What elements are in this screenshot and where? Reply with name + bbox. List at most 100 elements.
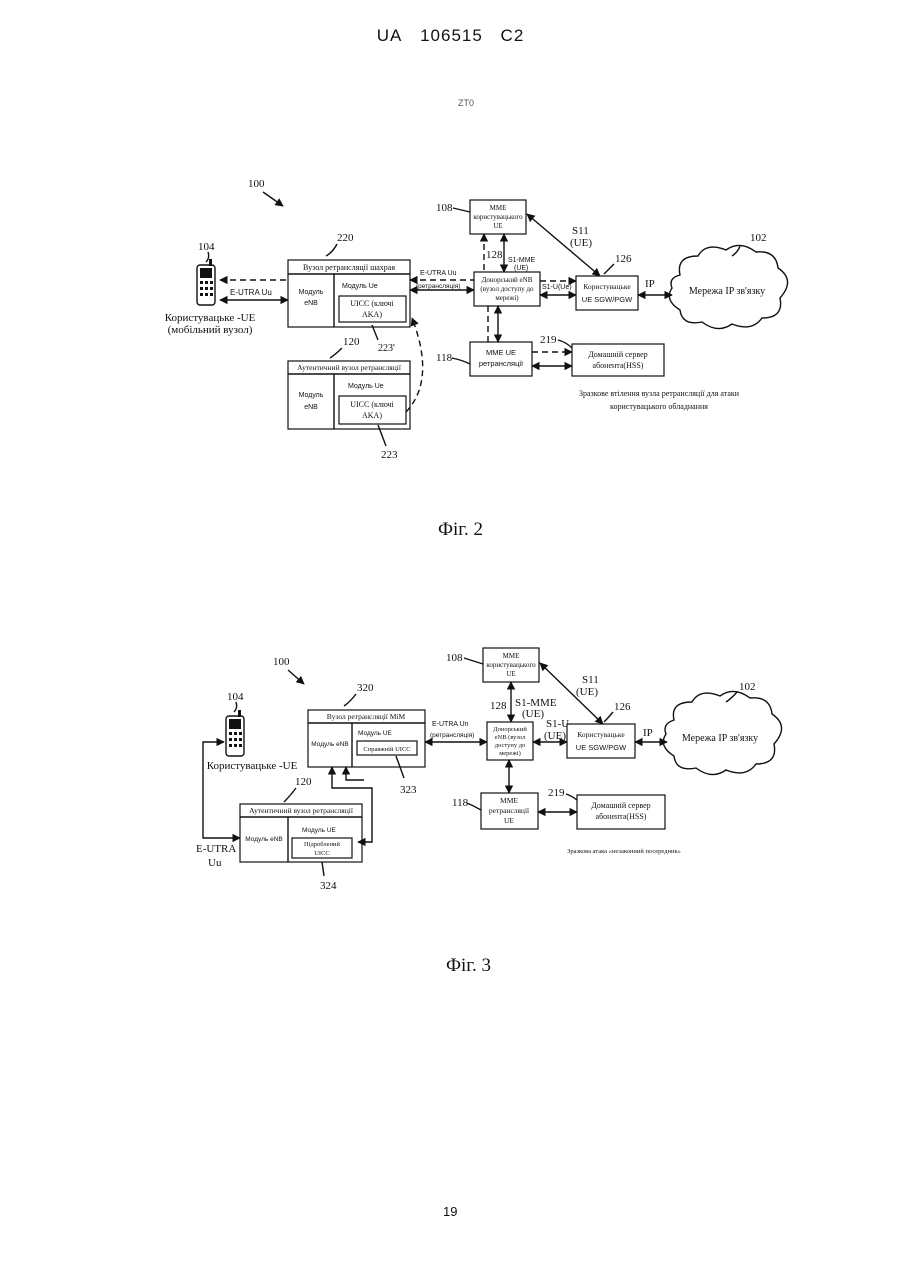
donor-enb-line3: мережі) <box>495 294 519 302</box>
s11-label: S11 <box>572 225 589 237</box>
s1mme-label-2: (UE) <box>514 265 528 272</box>
mme-relay-line2: ретрансляції <box>479 359 524 368</box>
fig3-ref-126: 126 <box>614 701 631 713</box>
page-number: 19 <box>443 1204 457 1219</box>
ref-108: 108 <box>436 202 453 214</box>
fig3-donor-line2: eNB (вузол <box>495 734 526 741</box>
fig3-ue-module: Модуль UE <box>358 730 393 737</box>
mobile-phone-icon <box>197 259 215 305</box>
ip-label: IP <box>645 278 655 290</box>
donor-enb-line1: Донорський eNB <box>482 276 533 284</box>
fig3-ref-102: 102 <box>739 681 756 693</box>
auth-ue-label: Модуль Ue <box>348 383 384 390</box>
figure-2: 100 104 Користувацьке -UE (мобільний вуз… <box>165 178 788 461</box>
ref-219: 219 <box>540 334 557 346</box>
mme-user-line1: MME <box>490 204 507 212</box>
fig3-auth-uicc-2: UICC <box>314 850 330 857</box>
fig3-donor-line3: доступу до <box>495 742 526 749</box>
eutra-un-label: E-UTRA Uu <box>420 270 457 277</box>
figure-3: 100 104 Користувацьке -UE E-UTRA Uu 320 … <box>196 648 782 892</box>
fig3-donor-line4: мережі) <box>499 750 521 757</box>
fig3-ref-219: 219 <box>548 787 565 799</box>
fig3-donor-line1: Донорський <box>493 726 527 733</box>
fig3-mme-relay-line1: MME <box>500 796 518 805</box>
fig3-uicc: Справжній UICC <box>363 746 410 753</box>
s1u-label: S1-U(Ue) <box>542 284 572 291</box>
fig3-mobile-phone-icon <box>226 710 244 756</box>
enb-module-label-2: eNB <box>304 300 318 307</box>
ref-128: 128 <box>486 249 503 261</box>
sgw-line1: Користувацьке <box>583 282 631 291</box>
fig3-ref-324: 324 <box>320 880 337 892</box>
ref-126: 126 <box>615 253 632 265</box>
home-subscriber-server <box>572 344 664 376</box>
fig3-ref-320: 320 <box>357 682 374 694</box>
fig3-mme-user-line1: MME <box>503 652 520 660</box>
fig3-s11-2: (UE) <box>576 686 598 698</box>
fig3-sgw-line2: UE SGW/PGW <box>576 743 627 752</box>
fig3-enb-module: Модуль eNB <box>311 741 349 748</box>
fig3-mme-user-line3: UE <box>506 670 515 678</box>
hss-line1: Домашній сервер <box>588 350 647 359</box>
fig3-s1mme-2: (UE) <box>522 708 544 720</box>
fig3-auth-uicc: Підроблений <box>304 841 341 848</box>
ref-120: 120 <box>343 336 360 348</box>
uicc-label-2: AKA) <box>362 310 382 319</box>
fig2-caption: Фіг. 2 <box>438 519 483 541</box>
s1mme-label: S1-MME <box>508 257 536 264</box>
fig3-eutra-uu-2: Uu <box>208 857 222 869</box>
ue-module-label: Модуль Ue <box>342 283 378 290</box>
ref-220: 220 <box>337 232 354 244</box>
user-ue-label: Користувацьке -UE <box>165 312 256 324</box>
fig3-s1u: S1-U <box>546 718 569 730</box>
fig3-mme-user-line2: користувацького <box>486 661 536 669</box>
auth-uicc-label-2: AKA) <box>362 411 382 420</box>
fig3-retrans: (ретрансляція) <box>430 731 474 739</box>
fig3-ref-108: 108 <box>446 652 463 664</box>
sgw-line2: UE SGW/PGW <box>582 295 633 304</box>
fig3-ref-118: 118 <box>452 797 469 809</box>
enb-module-label: Модуль <box>299 289 324 296</box>
mme-relay-line1: MME UE <box>486 348 516 357</box>
rogue-relay-title: Вузол ретрансляції шахрая <box>303 263 395 272</box>
fig3-description: Зразкова атака «незаконний посередник» <box>567 848 681 855</box>
fig3-user-ue-label: Користувацьке -UE <box>207 760 298 772</box>
retrans-label: (ретрансляція) <box>416 282 460 290</box>
auth-uicc-label: UICC (ключі <box>350 400 394 409</box>
auth-enb-label: Модуль <box>299 392 324 399</box>
mme-user-line3: UE <box>493 222 502 230</box>
uicc-label: UICC (ключі <box>350 299 394 308</box>
ref-223: 223 <box>381 449 398 461</box>
fig3-eutra-un: E-UTRA Un <box>432 721 469 728</box>
hss-line2: абонента(HSS) <box>593 361 644 370</box>
fig3-sgw-line1: Користувацьке <box>577 730 625 739</box>
fig2-description-line2: користувацького обладнання <box>610 402 708 411</box>
fig3-ip-network-label: Мережа IP зв'язку <box>682 733 758 744</box>
fig3-auth-enb: Модуль eNB <box>245 836 283 843</box>
user-ue-sublabel: (мобільний вузол) <box>168 324 253 336</box>
ref-102: 102 <box>750 232 767 244</box>
fig3-ref-128: 128 <box>490 700 507 712</box>
ip-network-label: Мережа IP зв'язку <box>689 286 765 297</box>
fig3-ref-120: 120 <box>295 776 312 788</box>
eutra-uu-label: E-UTRA Uu <box>230 288 272 297</box>
auth-enb-label-2: eNB <box>304 404 318 411</box>
fig3-s11: S11 <box>582 674 599 686</box>
ref-100: 100 <box>248 178 265 190</box>
ref-223p: 223' <box>378 343 395 354</box>
fig3-ref-104: 104 <box>227 691 244 703</box>
fig3-eutra-uu: E-UTRA <box>196 843 236 855</box>
fig3-hss-line2: абонента(HSS) <box>596 812 647 821</box>
mme-user-line2: користувацького <box>473 213 523 221</box>
fig3-mme-relay-line3: UE <box>504 816 514 825</box>
donor-enb-line2: (вузол доступу до <box>480 285 534 293</box>
fig3-auth-relay-title: Аутентичний вузол ретрансляції <box>249 806 354 815</box>
ref-118: 118 <box>436 352 453 364</box>
fig3-ref-100: 100 <box>273 656 290 668</box>
ref-104: 104 <box>198 241 215 253</box>
s11-label-2: (UE) <box>570 237 592 249</box>
fig3-auth-ue: Модуль UE <box>302 827 337 834</box>
fig2-description-line1: Зразкове втілення вузла ретрансляції для… <box>579 389 740 398</box>
fig3-caption: Фіг. 3 <box>446 955 491 977</box>
